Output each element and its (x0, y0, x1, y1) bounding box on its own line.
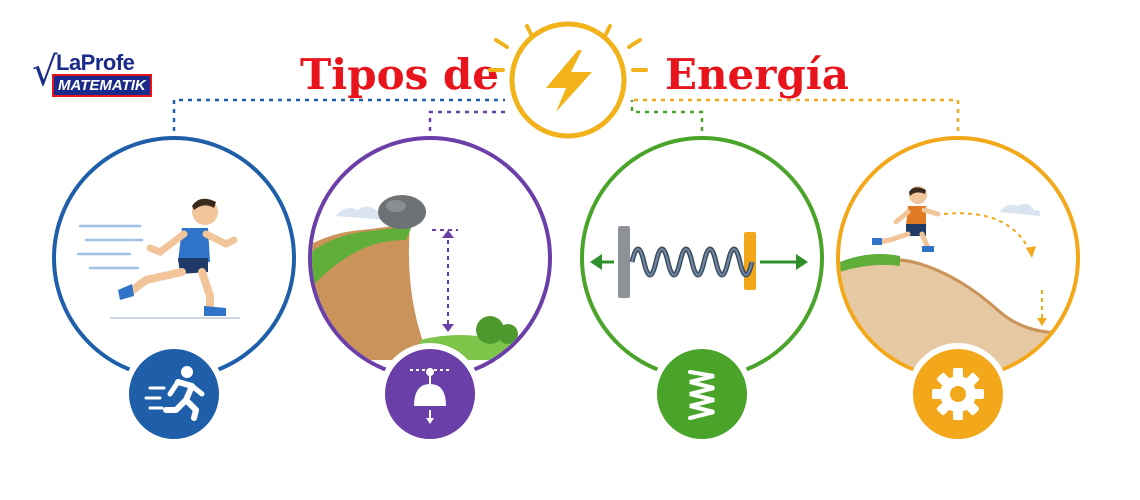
gear-icon (932, 368, 984, 420)
connector-elastic (630, 100, 704, 140)
panel-elastic (580, 136, 824, 445)
connector-kinetic (172, 98, 505, 140)
cloud (336, 206, 387, 220)
panel-mechanical (836, 136, 1080, 445)
stretched-spring (618, 226, 756, 298)
spring-icon (688, 370, 715, 420)
panel-potential (308, 136, 552, 445)
cloud (1000, 203, 1041, 216)
panel-kinetic (52, 136, 296, 445)
speed-lines (76, 224, 144, 270)
hill (840, 257, 1076, 376)
connectors (172, 98, 960, 140)
connector-potential (428, 110, 505, 140)
connector-mechanical (632, 98, 960, 140)
logo: √ LaProfe MATEMATIK (32, 48, 182, 100)
running-boy (118, 198, 238, 316)
jumping-boy (872, 186, 941, 252)
logo-text-bottom: MATEMATIK (52, 74, 152, 97)
title-left: Tipos de (300, 50, 499, 99)
title-right: Energía (665, 50, 849, 99)
rock (378, 195, 426, 229)
hanging-weight-icon (410, 368, 450, 424)
trajectory (943, 212, 1043, 322)
lightning-bolt-icon (488, 21, 648, 139)
logo-text-top: LaProfe (56, 50, 135, 75)
height-arrow (432, 229, 458, 330)
running-person-icon (144, 366, 205, 421)
